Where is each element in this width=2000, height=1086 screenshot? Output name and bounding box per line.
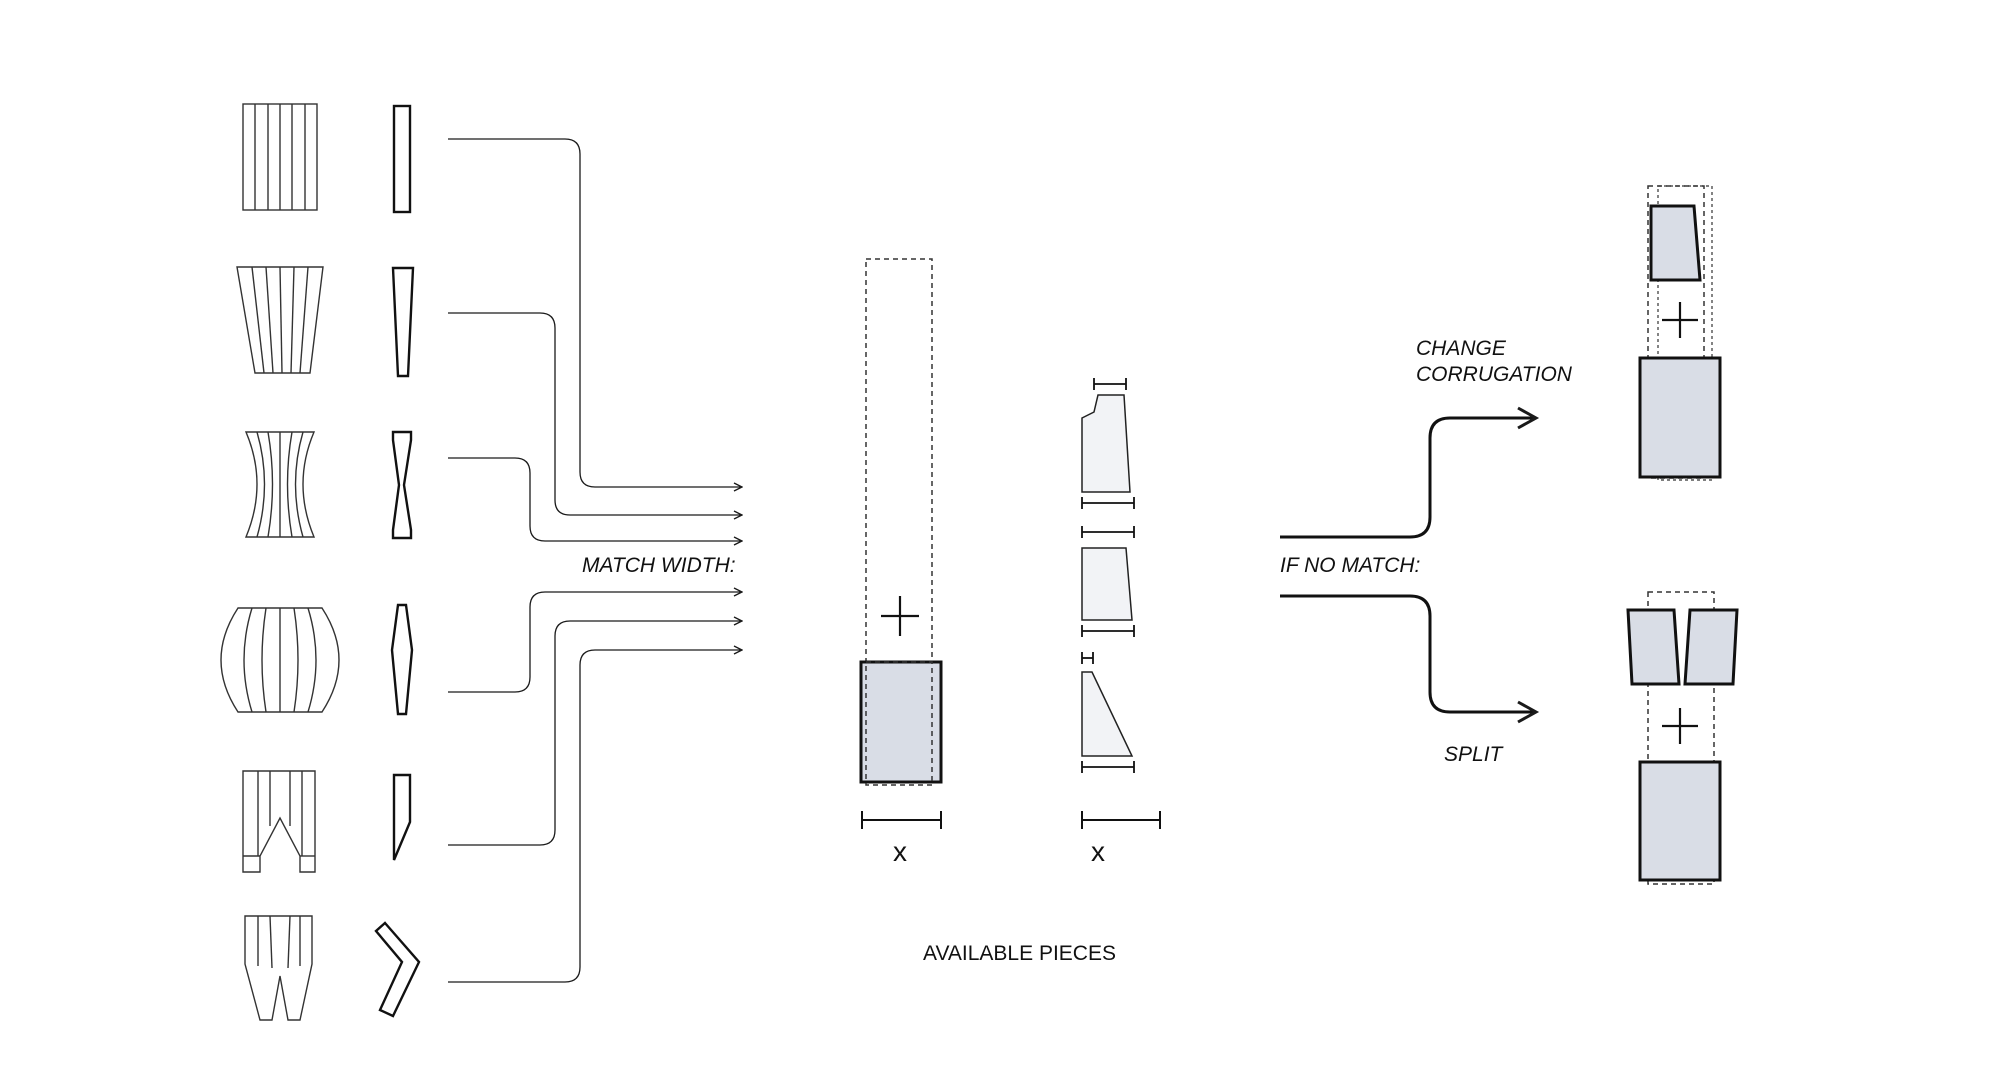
dimension-right	[1081, 811, 1161, 829]
profile-hourglass	[391, 430, 413, 540]
profile-tapered	[391, 266, 415, 378]
width-x-label-right: x	[1091, 836, 1105, 867]
panel-notched	[242, 770, 316, 873]
available-pieces-caption: AVAILABLE PIECES	[923, 942, 1116, 965]
change-corrugation-label-line1: CHANGE	[1416, 337, 1506, 360]
available-pieces	[1081, 378, 1135, 773]
arrow-split	[1280, 594, 1540, 724]
piece-1	[1081, 378, 1135, 509]
decision-arrows	[1280, 406, 1540, 724]
result-split	[1626, 591, 1739, 885]
connector-3	[448, 457, 742, 541]
panel-split-leg	[244, 915, 313, 1021]
connector-4	[448, 592, 742, 693]
connector-6	[448, 650, 742, 983]
piece-2	[1081, 526, 1135, 637]
split-label: SPLIT	[1444, 743, 1503, 766]
arrow-change-corrugation	[1280, 406, 1540, 539]
dimension-left	[861, 811, 942, 829]
connector-5	[448, 621, 742, 846]
piece-3	[1081, 652, 1135, 773]
result-change-corrugation	[1638, 185, 1722, 481]
panel-hourglass	[244, 431, 316, 538]
change-corrugation-label-line2: CORRUGATION	[1416, 363, 1572, 386]
connector-2	[448, 312, 742, 515]
panel-barrel	[220, 607, 340, 713]
profile-notched	[392, 773, 412, 861]
target-piece	[859, 258, 943, 786]
match-width-label: MATCH WIDTH:	[582, 554, 736, 577]
profile-straight	[392, 104, 412, 214]
profile-chevron	[374, 921, 421, 1018]
if-no-match-label: IF NO MATCH:	[1280, 554, 1421, 577]
panel-tapered	[236, 266, 324, 374]
profile-barrel	[390, 603, 414, 716]
flow-connectors	[448, 138, 742, 983]
panel-straight	[242, 103, 318, 211]
width-x-label-left: x	[893, 836, 907, 867]
connector-1	[448, 138, 742, 487]
